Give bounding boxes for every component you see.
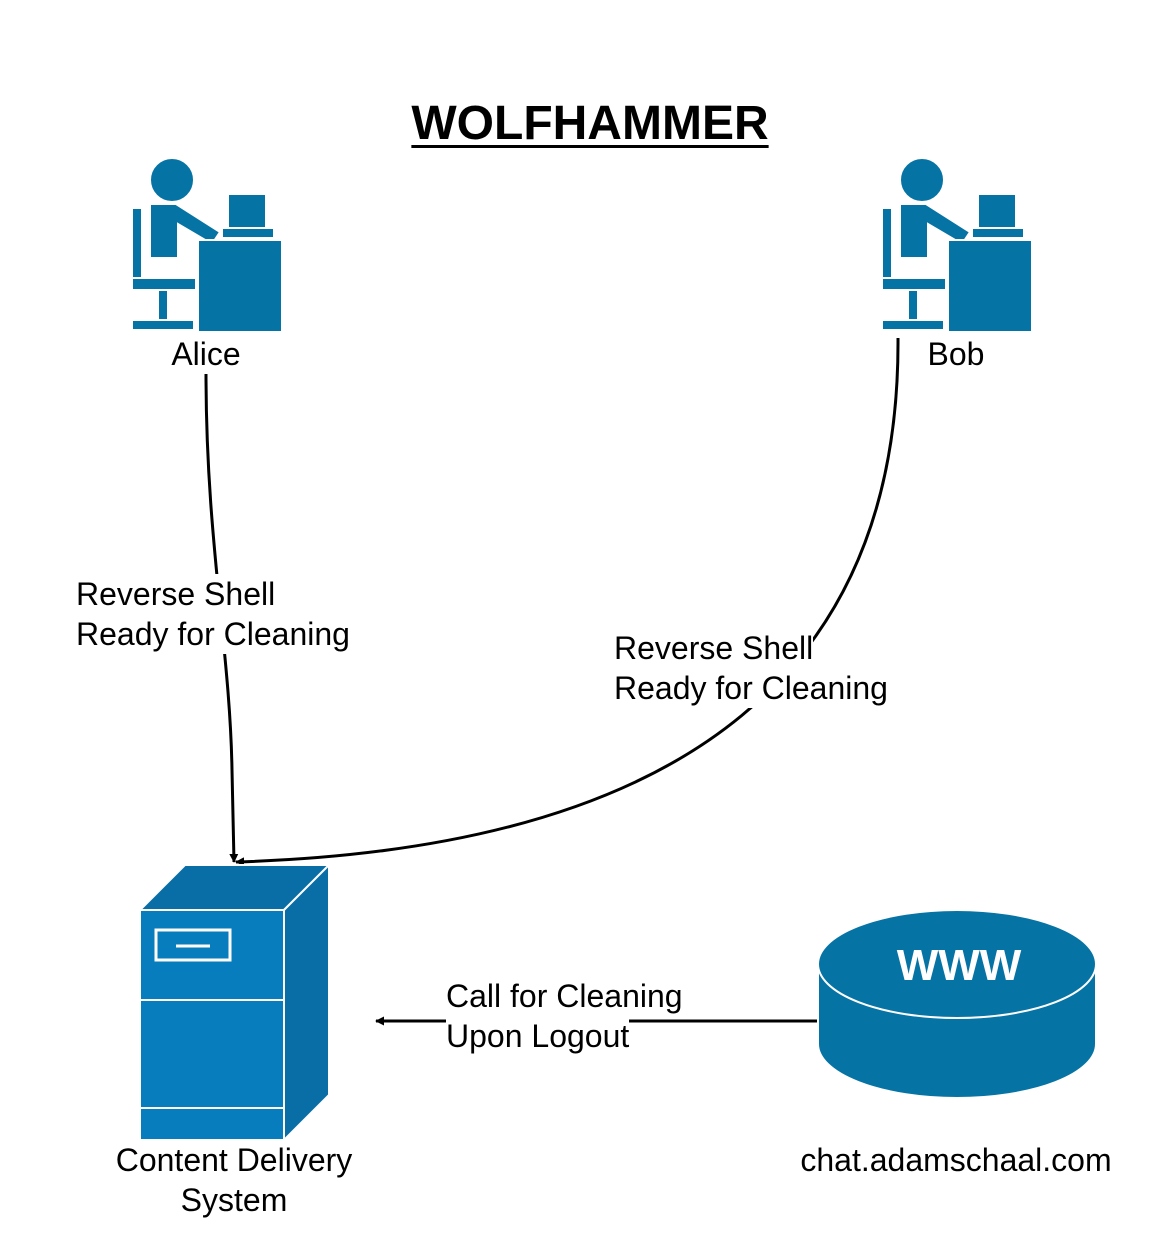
cds-label-line2: System	[180, 1182, 288, 1218]
web-edge-label-line1: Call for Cleaning	[446, 976, 683, 1016]
www-badge: WWW	[897, 941, 1022, 990]
cds-label-line1: Content Delivery	[115, 1142, 353, 1178]
web-database-icon: WWW	[817, 909, 1097, 1099]
alice-icon	[131, 157, 283, 333]
bob-icon	[881, 157, 1033, 333]
web-label: chat.adamschaal.com	[800, 1142, 1112, 1178]
web-edge-label-line2: Upon Logout	[446, 1016, 630, 1056]
diagram-title: WOLFHAMMER	[411, 97, 769, 150]
bob-edge-label-line1: Reverse Shell	[614, 628, 814, 668]
bob-edge-label-line2: Ready for Cleaning	[614, 668, 888, 708]
edge-bob-to-cds	[235, 337, 900, 867]
alice-edge-label-line1: Reverse Shell	[76, 574, 276, 614]
bob-label: Bob	[927, 336, 985, 372]
alice-label: Alice	[171, 336, 241, 372]
alice-edge-label-line2: Ready for Cleaning	[76, 614, 350, 654]
server-tower-icon	[137, 862, 332, 1143]
